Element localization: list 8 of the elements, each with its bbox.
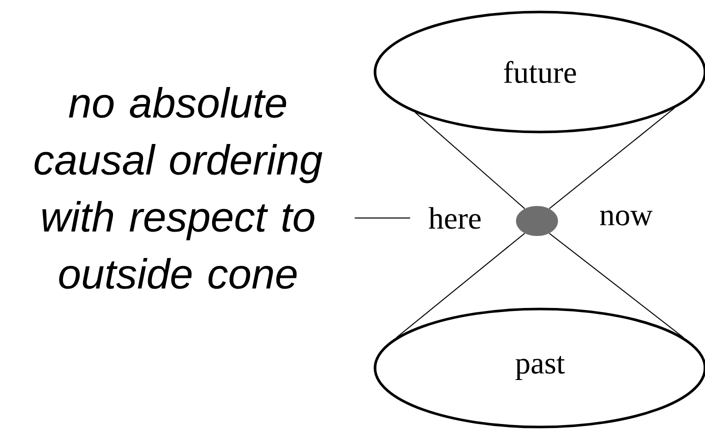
cone-line	[396, 232, 526, 338]
note-text: no absolute causal ordering with respect to outside cone	[34, 87, 322, 289]
text-label: now	[600, 210, 653, 226]
cone-line	[548, 108, 675, 210]
cone-line	[414, 112, 526, 210]
cone-line	[548, 232, 684, 338]
dot	[516, 206, 558, 236]
text-label: here	[428, 207, 481, 229]
